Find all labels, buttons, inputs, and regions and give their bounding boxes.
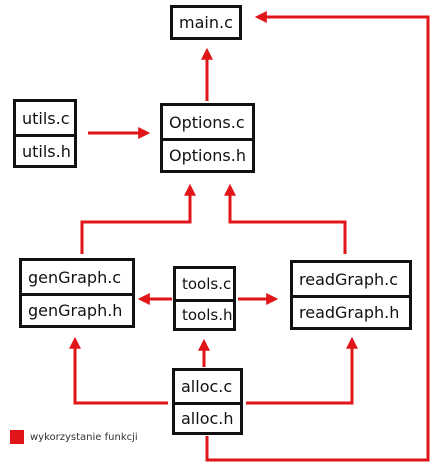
gengraph-c-label: genGraph.c: [28, 267, 122, 287]
arrow-alloc-to-gengraph: [69, 336, 168, 405]
arrow-alloc-to-readgraph: [246, 336, 358, 405]
tools-c-label: tools.c: [182, 275, 232, 293]
gengraph-box: genGraph.c genGraph.h: [19, 258, 135, 328]
alloc-box: alloc.c alloc.h: [172, 368, 243, 435]
arrow-gengraph-to-options: [80, 183, 196, 254]
readgraph-c-label: readGraph.c: [299, 269, 398, 289]
legend-swatch: [10, 430, 24, 444]
tools-box: tools.c tools.h: [173, 266, 236, 331]
options-box: Options.c Options.h: [160, 103, 255, 173]
legend-label: wykorzystanie funkcji: [30, 431, 138, 443]
alloc-h-label: alloc.h: [175, 402, 240, 432]
main-c-box: main.c: [170, 5, 242, 40]
options-c-label: Options.c: [169, 112, 245, 132]
options-h-label: Options.h: [163, 138, 252, 170]
alloc-c-label: alloc.c: [181, 377, 233, 396]
utils-box: utils.c utils.h: [13, 99, 77, 168]
legend: wykorzystanie funkcji: [10, 430, 138, 444]
utils-c-label: utils.c: [22, 108, 70, 128]
tools-h-label: tools.h: [176, 299, 233, 328]
main-c-label: main.c: [179, 13, 233, 32]
gengraph-h-label: genGraph.h: [22, 293, 132, 325]
readgraph-box: readGraph.c readGraph.h: [290, 260, 412, 330]
utils-h-label: utils.h: [16, 134, 74, 165]
arrow-readgraph-to-options: [224, 183, 347, 254]
readgraph-h-label: readGraph.h: [293, 295, 409, 327]
